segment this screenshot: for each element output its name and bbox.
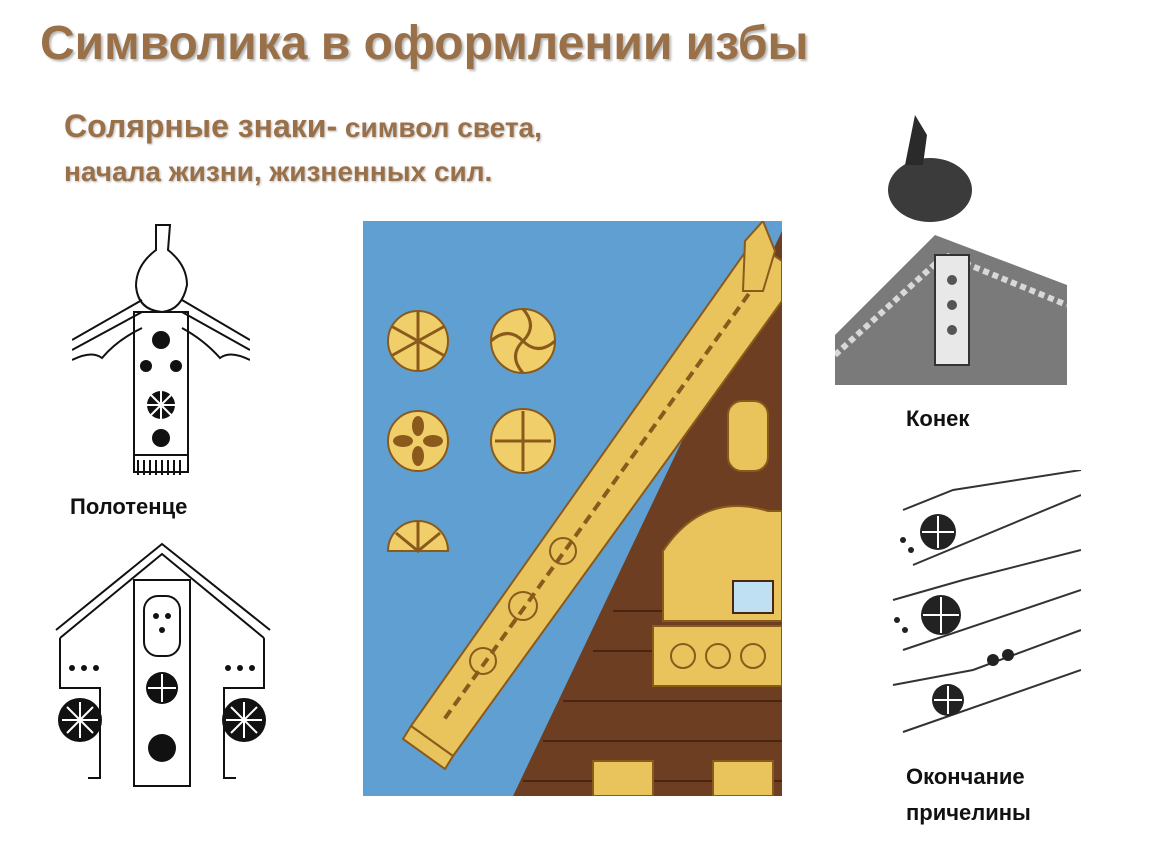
towel-caption: Полотенце — [70, 494, 188, 519]
towel-drawing — [72, 224, 250, 475]
subtitle-line1-rest: символ света, — [337, 112, 542, 143]
page-title: Символика в оформлении избы — [40, 17, 809, 70]
subtitle: Солярные знаки- символ света, начала жиз… — [64, 102, 542, 187]
subtitle-line-2: начала жизни, жизненных сил. — [64, 156, 493, 187]
ridge-caption: Конек — [906, 406, 970, 431]
ridge-drawing — [835, 105, 1067, 385]
bargeboard-end-caption-line-2: причелины — [906, 800, 1031, 825]
subtitle-lead: Солярные знаки- — [64, 108, 338, 144]
gable-drawing — [55, 542, 271, 787]
bargeboard-ends-drawing — [892, 470, 1081, 733]
bargeboard-end-caption-line-1: Окончание — [906, 764, 1025, 789]
izba-painting — [363, 221, 782, 796]
subtitle-line-1: Солярные знаки- символ света, — [64, 102, 542, 157]
